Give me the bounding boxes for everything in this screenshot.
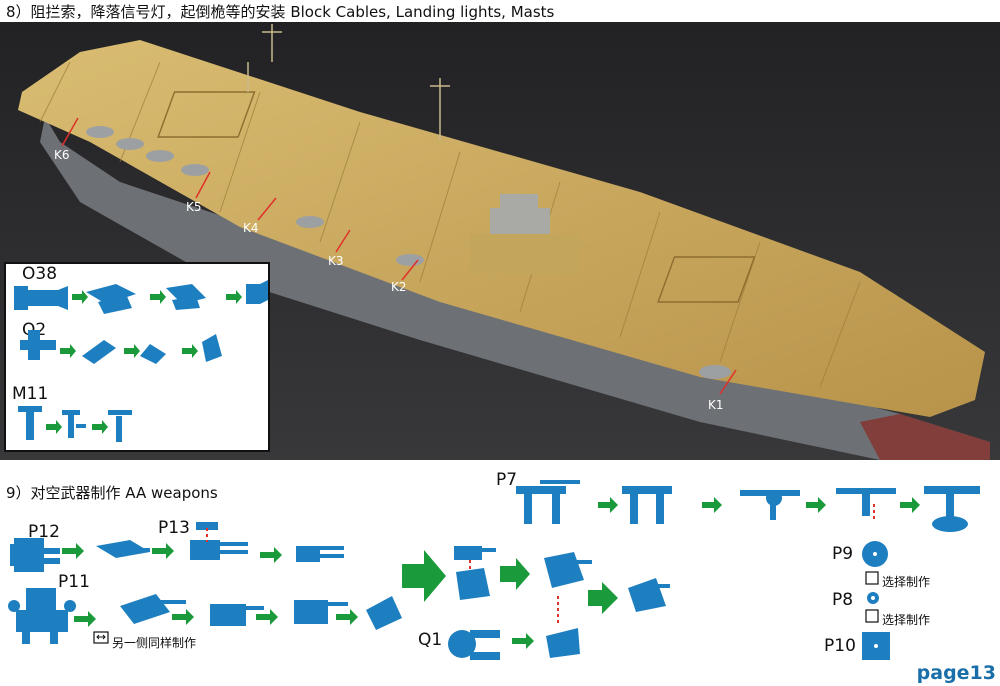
folding-inset: O38 Q2 M11 [4, 262, 270, 452]
inset-steps [6, 264, 268, 450]
label-k3: K3 [328, 254, 344, 268]
label-p9: P9 [832, 544, 853, 564]
label-k5: K5 [186, 200, 202, 214]
label-p10: P10 [824, 636, 856, 656]
note-optional-1: 选择制作 [882, 573, 930, 590]
label-k4: K4 [243, 221, 259, 235]
label-k1: K1 [708, 398, 724, 412]
label-p11: P11 [58, 572, 90, 592]
label-k6: K6 [54, 148, 70, 162]
note-other-side: 另一侧同样制作 [112, 634, 196, 651]
note-optional-2: 选择制作 [882, 611, 930, 628]
step8-title: 8）阻拦索，降落信号灯，起倒桅等的安装 Block Cables, Landin… [6, 1, 554, 22]
label-p12: P12 [28, 522, 60, 542]
page-number: page13 [917, 662, 996, 684]
label-q1: Q1 [418, 630, 442, 650]
label-p13: P13 [158, 518, 190, 538]
label-k2: K2 [391, 280, 407, 294]
label-p8: P8 [832, 590, 853, 610]
label-p7: P7 [496, 470, 517, 490]
